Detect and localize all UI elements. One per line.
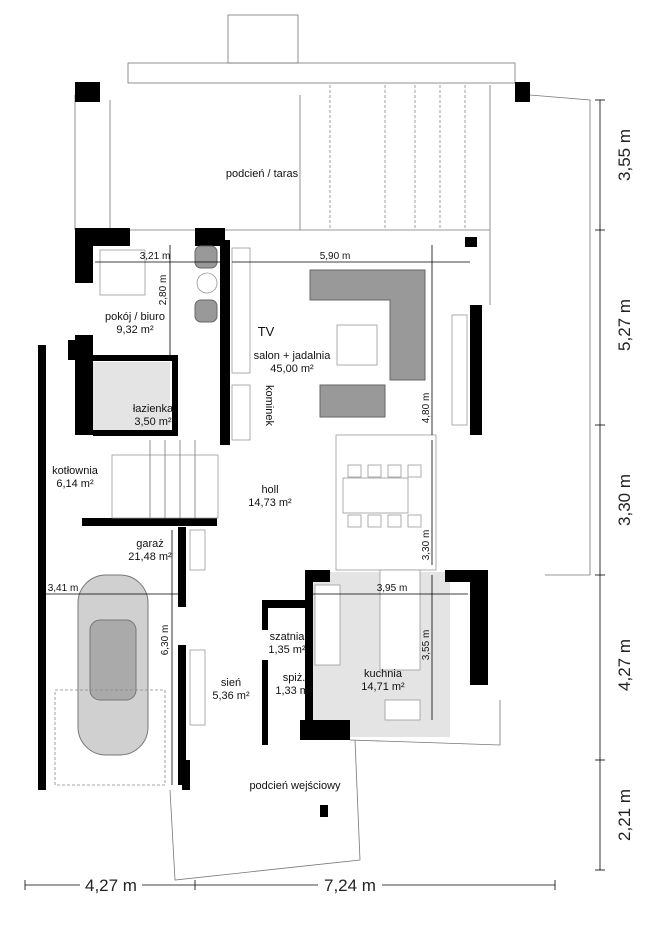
svg-text:7,24 m: 7,24 m <box>324 876 376 895</box>
tv-cabinet <box>231 247 251 374</box>
room-area: 14,71 m² <box>361 681 405 693</box>
svg-text:4,27 m: 4,27 m <box>85 876 137 895</box>
tv-label: TV <box>258 324 275 339</box>
room-name: sień <box>221 677 241 689</box>
svg-text:5,90 m: 5,90 m <box>320 251 351 262</box>
svg-text:3,95 m: 3,95 m <box>377 583 408 594</box>
outer-dimensions: 3,55 m 5,27 m 3,30 m 4,27 m 2,21 m 4,27 … <box>24 99 634 895</box>
room-name: salon + jadalnia <box>254 350 332 362</box>
svg-text:5,27 m: 5,27 m <box>615 299 634 351</box>
room-area: 21,48 m² <box>128 551 172 563</box>
room-name: kotłownia <box>52 465 99 477</box>
entrance-porch-outline <box>169 739 361 881</box>
room-area: 1,33 m² <box>275 685 313 697</box>
wardrobe <box>189 529 206 571</box>
corner-sofa <box>309 269 426 381</box>
room-name: garaż <box>136 538 164 550</box>
svg-text:3,21 m: 3,21 m <box>140 251 171 262</box>
armchair <box>194 299 218 323</box>
room-area: 3,50 m² <box>134 416 172 428</box>
desk <box>99 249 146 296</box>
parking-outline <box>54 689 166 786</box>
sofa <box>319 384 386 418</box>
shoe-cabinet <box>189 649 206 726</box>
room-name: kuchnia <box>364 668 403 680</box>
side-table <box>196 272 218 294</box>
room-name: podcień / taras <box>226 168 299 180</box>
room-name: holl <box>261 484 278 496</box>
room-name: podcień wejściowy <box>249 780 341 792</box>
room-name: szatnia <box>270 631 306 643</box>
fireplace-label: kominek <box>263 385 275 426</box>
armchair <box>194 245 218 269</box>
svg-text:4,80 m: 4,80 m <box>421 393 432 424</box>
walls <box>38 82 530 790</box>
room-labels: podcień / taras pokój / biuro 9,32 m² ła… <box>52 168 405 792</box>
stairs <box>111 440 219 519</box>
terrace-outline <box>74 14 591 576</box>
room-name: łazienka <box>133 403 174 415</box>
svg-text:3,55 m: 3,55 m <box>615 129 634 181</box>
column <box>320 805 328 817</box>
kitchen-counter <box>314 584 341 666</box>
kitchen-sink <box>384 699 421 721</box>
svg-text:4,27 m: 4,27 m <box>615 639 634 691</box>
room-area: 5,36 m² <box>212 690 250 702</box>
room-name: spiż. <box>283 672 306 684</box>
room-area: 9,32 m² <box>116 324 154 336</box>
fireplace <box>231 384 251 441</box>
svg-text:2,21 m: 2,21 m <box>615 789 634 841</box>
svg-text:3,55 m: 3,55 m <box>421 630 432 661</box>
svg-text:3,41 m: 3,41 m <box>48 583 79 594</box>
room-area: 1,35 m² <box>268 644 306 656</box>
dining-table <box>342 477 409 514</box>
coffee-table <box>336 324 378 366</box>
car-icon <box>77 574 149 756</box>
svg-text:3,30 m: 3,30 m <box>615 474 634 526</box>
svg-text:6,30 m: 6,30 m <box>160 625 171 656</box>
sideboard <box>451 314 468 426</box>
svg-text:2,80 m: 2,80 m <box>158 275 169 306</box>
inner-dimensions: 3,21 m 2,80 m 5,90 m 4,80 m 3,30 m 3,41 … <box>45 245 470 785</box>
room-area: 6,14 m² <box>56 478 94 490</box>
svg-text:3,30 m: 3,30 m <box>421 530 432 561</box>
room-area: 14,73 m² <box>248 497 292 509</box>
room-name: pokój / biuro <box>105 311 165 323</box>
kitchen-island <box>379 569 421 671</box>
room-area: 45,00 m² <box>270 363 314 375</box>
bathroom-floor <box>90 362 170 432</box>
dining-chairs <box>347 464 422 528</box>
